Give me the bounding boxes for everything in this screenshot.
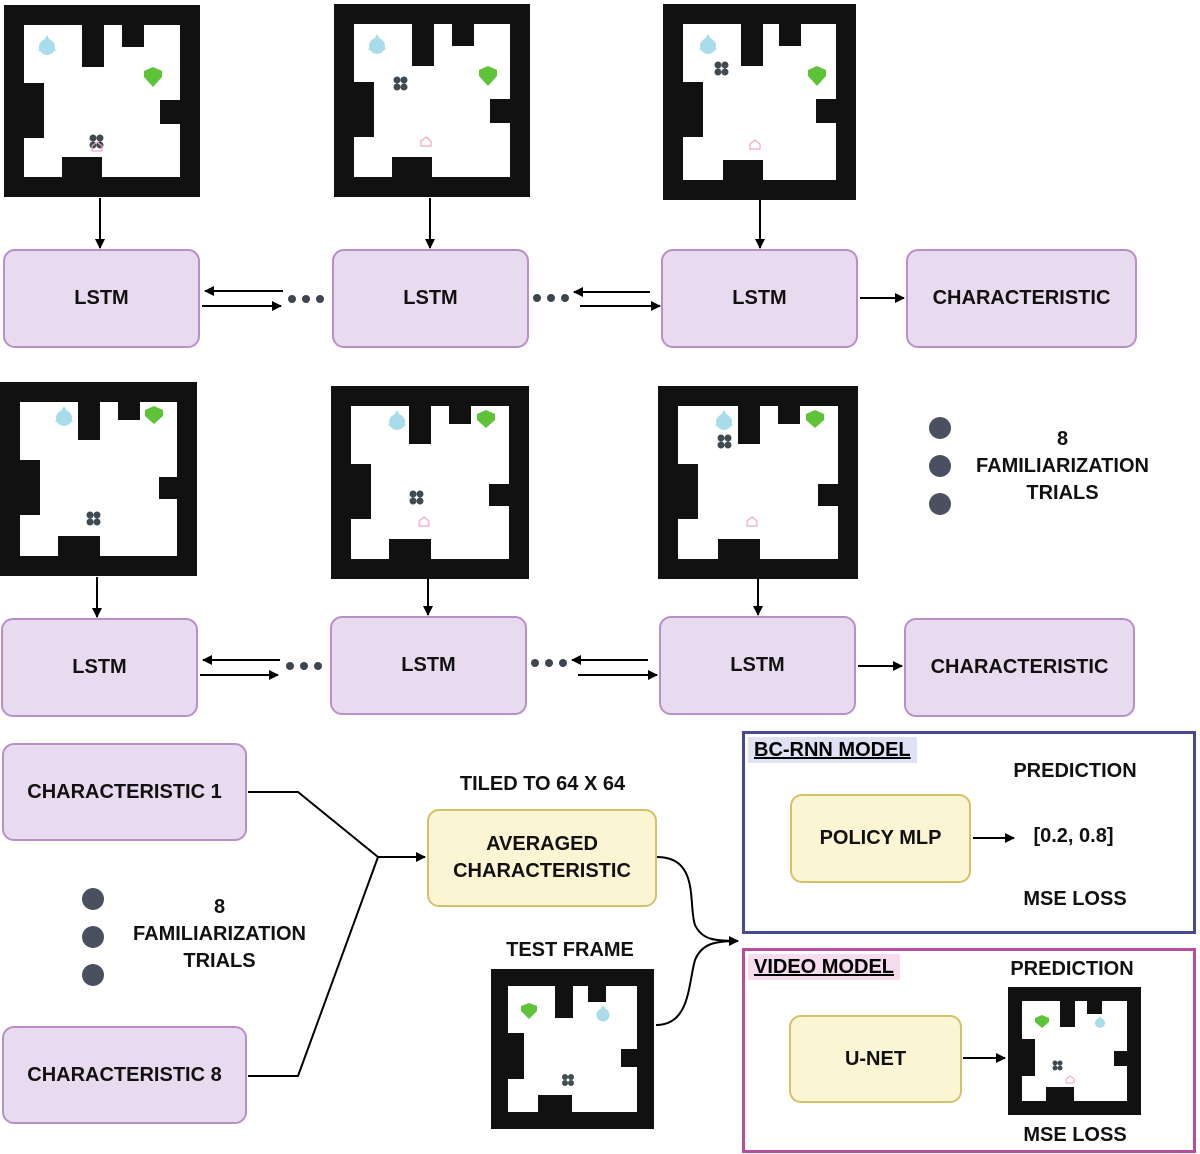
maze-frame (0, 382, 197, 576)
bc-rnn-mse-loss: MSE LOSS (1023, 888, 1127, 910)
trials-label: 8 FAMILIARIZATION TRIALS (960, 426, 1165, 507)
bc-rnn-title: BC-RNN MODEL (748, 737, 917, 763)
line-testframe-models (655, 940, 739, 1026)
line-averaged-models (656, 856, 739, 946)
maze-frame (663, 4, 856, 200)
tiled-label: TILED TO 64 X 64 (459, 773, 626, 795)
maze-frame (4, 5, 200, 197)
ellipsis-dots (286, 294, 569, 670)
trials-label-bottom: 8 FAMILIARIZATION TRIALS (117, 894, 322, 975)
trials-count: 8 (1056, 428, 1069, 450)
lstm-node: LSTM (659, 616, 856, 715)
trials-line1: FAMILIARIZATION (133, 923, 306, 945)
characteristic-8-node: CHARACTERISTIC 8 (2, 1026, 247, 1124)
test-frame-maze (491, 969, 654, 1129)
policy-mlp-node: POLICY MLP (790, 794, 971, 883)
lstm-node: LSTM (332, 249, 529, 348)
bc-rnn-panel: BC-RNN MODEL (742, 731, 1196, 934)
trials-line2: TRIALS (183, 950, 256, 972)
trials-line1: FAMILIARIZATION (976, 455, 1149, 477)
unet-node: U-NET (789, 1015, 962, 1103)
test-frame-label: TEST FRAME (506, 939, 634, 961)
characteristic-1-node: CHARACTERISTIC 1 (2, 743, 247, 841)
trials-count: 8 (213, 896, 226, 918)
line-char8-merge (248, 856, 379, 1077)
maze-frame (658, 386, 858, 579)
line-char1-merge (248, 791, 379, 858)
characteristic-node: CHARACTERISTIC (904, 618, 1135, 717)
video-model-title: VIDEO MODEL (748, 954, 901, 980)
lstm-node: LSTM (1, 618, 198, 717)
maze-frame (331, 386, 529, 579)
prediction-maze (1008, 987, 1141, 1115)
trial-dot-icon (82, 417, 951, 986)
averaged-line2: CHARACTERISTIC (453, 860, 631, 882)
trials-line2: TRIALS (1026, 482, 1099, 504)
video-mse-loss: MSE LOSS (1023, 1124, 1127, 1146)
characteristic-node: CHARACTERISTIC (906, 249, 1137, 348)
averaged-characteristic-node: AVERAGED CHARACTERISTIC (427, 809, 657, 907)
video-prediction-label: PREDICTION (1010, 958, 1134, 980)
video-model-panel: VIDEO MODEL (742, 948, 1196, 1153)
averaged-line1: AVERAGED (486, 833, 598, 855)
bc-rnn-prediction-label: PREDICTION (1013, 760, 1137, 782)
prediction-value: [0.2, 0.8] (1033, 825, 1114, 847)
lstm-node: LSTM (3, 249, 200, 348)
lstm-node: LSTM (330, 616, 527, 715)
maze-frame (334, 4, 530, 197)
lstm-node: LSTM (661, 249, 858, 348)
